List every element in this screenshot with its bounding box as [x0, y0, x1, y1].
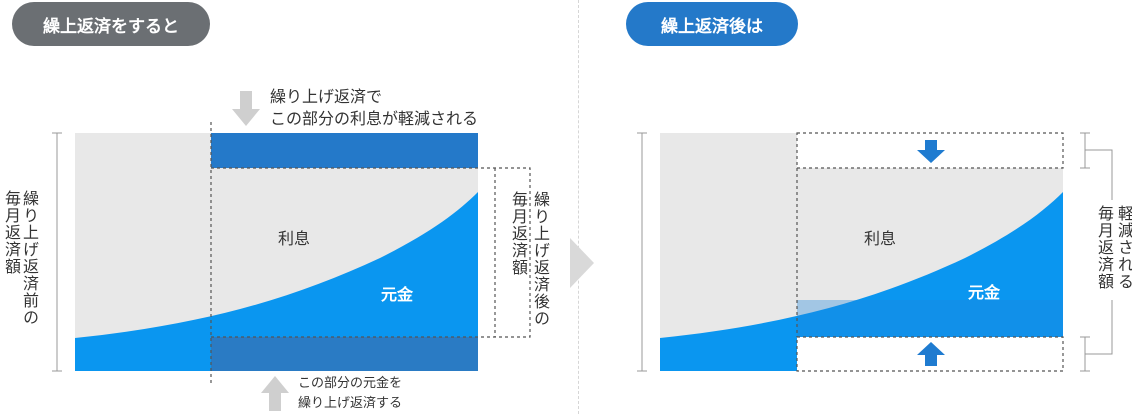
section-divider	[578, 0, 579, 414]
left-after-payment-frame	[211, 167, 531, 338]
right-principal-block	[797, 300, 1063, 337]
left-principal-area	[75, 192, 478, 371]
before-payment-line1: 繰り上げ返済前の	[20, 190, 39, 326]
top-annotation-line2: この部分の利息が軽減される	[270, 109, 479, 128]
bottom-annotation-line2: 繰り上げ返済する	[298, 396, 403, 411]
right-principal-label: 元金	[968, 283, 1001, 302]
left-prepaid-principal-band	[211, 337, 478, 371]
right-interest-label: 利息	[864, 229, 897, 248]
top-annotation-line1: 繰り上げ返済で	[270, 87, 383, 106]
bottom-annotation-line1: この部分の元金を	[298, 376, 403, 391]
left-principal-label: 元金	[381, 285, 414, 304]
reduced-payment-line2: 毎月返済額	[1095, 205, 1114, 290]
right-up-arrow-icon	[917, 342, 945, 366]
left-section-badge: 繰上返済をすると	[12, 2, 210, 46]
right-reduction-bracket	[1080, 132, 1113, 372]
left-up-arrow-icon	[261, 376, 289, 411]
left-reduced-interest-band	[211, 133, 478, 168]
after-payment-line1: 繰り上げ返済後の	[531, 191, 550, 327]
right-principal-area	[660, 192, 1063, 371]
right-down-arrow-icon	[917, 140, 945, 163]
right-section-badge: 繰上返済後は	[626, 2, 798, 46]
reduced-payment-line1: 軽減される	[1115, 205, 1132, 290]
left-down-arrow-icon	[232, 91, 260, 126]
step-arrow-icon	[570, 238, 594, 288]
before-payment-line2: 毎月返済額	[2, 190, 21, 275]
left-interest-label: 利息	[278, 229, 311, 248]
after-payment-line2: 毎月返済額	[509, 191, 528, 276]
